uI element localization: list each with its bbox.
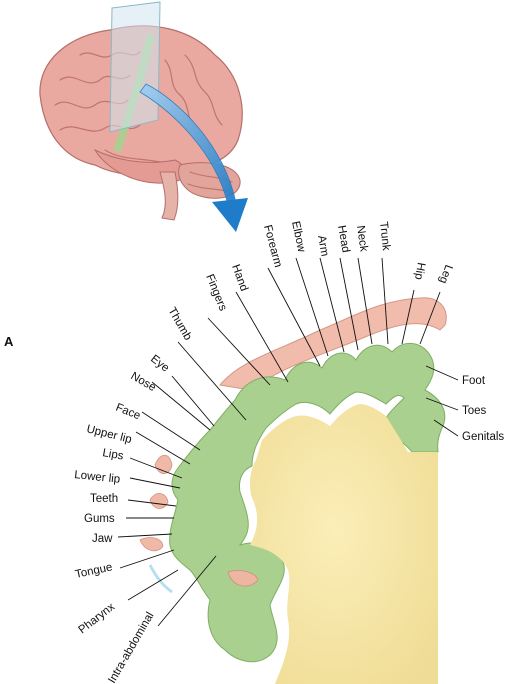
label-teeth: Teeth <box>90 493 118 505</box>
labels-bottom: Pharynx Intra-abdominal <box>76 601 156 684</box>
label-head: Head <box>335 224 352 253</box>
label-foot: Foot <box>462 375 486 387</box>
label-jaw: Jaw <box>92 533 113 545</box>
leader-lines <box>117 257 459 627</box>
label-pharynx: Pharynx <box>76 601 117 637</box>
label-toes: Toes <box>462 405 487 417</box>
label-arm: Arm <box>315 234 330 257</box>
label-hip: Hip <box>412 261 427 280</box>
label-lips: Lips <box>101 447 124 463</box>
label-face: Face <box>114 402 142 423</box>
brain-illustration <box>39 1 243 221</box>
label-hand: Hand <box>229 263 250 293</box>
label-genitals: Genitals <box>462 431 504 443</box>
pia-rim <box>219 297 447 391</box>
label-intra-abdominal: Intra-abdominal <box>106 610 156 684</box>
white-matter <box>249 404 438 684</box>
label-trunk: Trunk <box>377 221 392 251</box>
label-leg: Leg <box>437 263 455 285</box>
panel-letter: A <box>4 334 14 349</box>
coronal-section-plane <box>109 1 161 133</box>
labels-right: Foot Toes Genitals <box>462 375 504 443</box>
label-nose: Nose <box>129 370 158 394</box>
label-neck: Neck <box>354 225 370 253</box>
label-thumb: Thumb <box>165 306 193 343</box>
label-eye: Eye <box>148 353 171 375</box>
label-lower-lip: Lower lip <box>74 469 121 486</box>
direction-arrow <box>139 83 248 232</box>
label-gums: Gums <box>84 513 115 525</box>
label-elbow: Elbow <box>289 220 307 254</box>
label-tongue: Tongue <box>74 561 113 581</box>
brain-stem <box>159 171 179 221</box>
label-fingers: Fingers <box>203 273 229 313</box>
label-forearm: Forearm <box>261 224 284 269</box>
cortical-section <box>139 297 447 684</box>
label-upper-lip: Upper lip <box>85 423 133 446</box>
